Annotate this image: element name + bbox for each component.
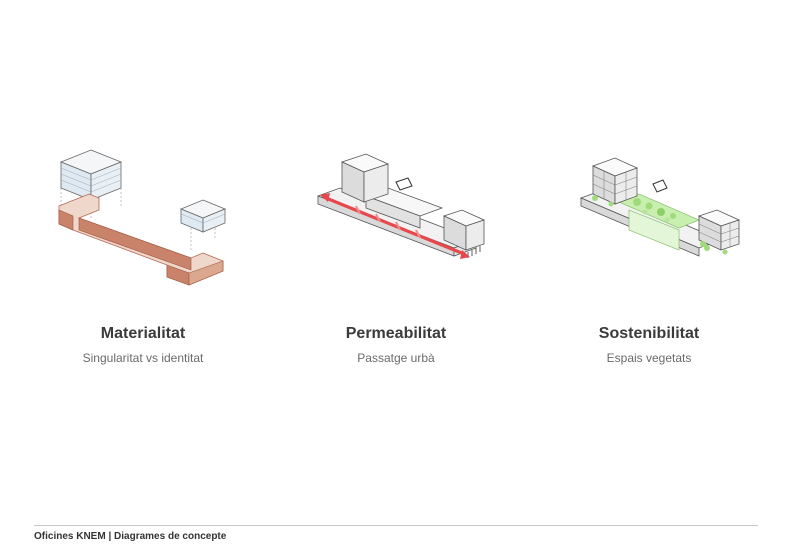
panel-title: Sostenibilitat bbox=[598, 325, 700, 342]
footer-separator: | bbox=[105, 531, 115, 542]
panel-title: Materialitat bbox=[100, 325, 186, 342]
footer-caption: Oficines KNEM | Diagrames de concepte bbox=[34, 530, 226, 544]
panel-subtitle: Passatge urbà bbox=[357, 351, 435, 365]
passage-arrow bbox=[320, 193, 470, 259]
permeabilitat-axonometric-diagram bbox=[316, 153, 486, 259]
footer-section: Diagrames de concepte bbox=[114, 531, 227, 542]
rooftop-marker bbox=[652, 179, 668, 193]
diagram-panel-permeabilitat: Permeabilitat Passatge urbà bbox=[281, 140, 511, 366]
panel-title: Permeabilitat bbox=[345, 325, 447, 342]
panel-subtitle: Espais vegetats bbox=[606, 351, 692, 365]
right-block bbox=[697, 209, 741, 255]
footer-project: Oficines KNEM bbox=[34, 531, 106, 542]
left-block bbox=[591, 157, 639, 207]
footer-divider bbox=[34, 525, 758, 526]
sostenibilitat-axonometric-diagram bbox=[579, 157, 741, 257]
diagram-panel-materialitat: Materialitat Singularitat vs identitat bbox=[28, 140, 258, 366]
right-block bbox=[442, 209, 486, 258]
panel-subtitle: Singularitat vs identitat bbox=[82, 351, 204, 365]
materialitat-axonometric-diagram bbox=[58, 149, 227, 286]
glass-volume-left bbox=[59, 149, 123, 201]
glass-volume-right bbox=[179, 199, 227, 233]
left-block bbox=[340, 153, 390, 203]
brick-frame bbox=[58, 193, 224, 286]
diagram-panel-sostenibilitat: Sostenibilitat Espais vegetats bbox=[534, 140, 764, 366]
